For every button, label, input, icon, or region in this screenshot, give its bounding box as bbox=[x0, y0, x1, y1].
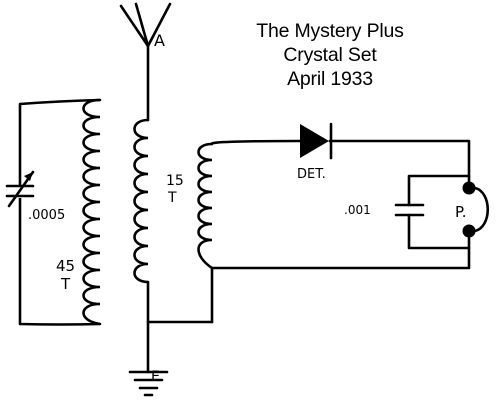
bypass-capacitor bbox=[394, 174, 471, 250]
phones-label: P. bbox=[455, 203, 466, 221]
coupling-coil bbox=[197, 142, 213, 270]
primary-turns-label: 15 bbox=[166, 173, 184, 189]
title-line-3: April 1933 bbox=[287, 68, 373, 90]
tuned-circuit-wiring bbox=[18, 98, 102, 326]
diagram-title: The Mystery Plus Crystal Set April 1933 bbox=[226, 19, 434, 91]
variable-capacitor bbox=[5, 170, 35, 208]
detector-circuit-wiring bbox=[210, 139, 471, 324]
title-line-1: The Mystery Plus bbox=[256, 20, 404, 42]
headphones bbox=[462, 181, 489, 238]
antenna-symbol bbox=[119, 2, 172, 122]
secondary-turns-unit: T bbox=[60, 275, 71, 293]
ground-label: E bbox=[151, 369, 160, 385]
capacitor-value-label: .0005 bbox=[28, 208, 65, 223]
secondary-turns-label: 45 bbox=[56, 257, 75, 275]
primary-turns-unit: T bbox=[167, 190, 177, 206]
title-line-2: Crystal Set bbox=[283, 44, 377, 66]
antenna-label: A bbox=[154, 31, 165, 50]
detector-label: DET. bbox=[297, 167, 326, 182]
primary-coil bbox=[133, 118, 150, 374]
detector-diode bbox=[300, 122, 333, 160]
tuned-coil bbox=[82, 98, 101, 326]
bypass-capacitor-label: .001 bbox=[344, 203, 371, 217]
ground-symbol bbox=[128, 370, 169, 397]
